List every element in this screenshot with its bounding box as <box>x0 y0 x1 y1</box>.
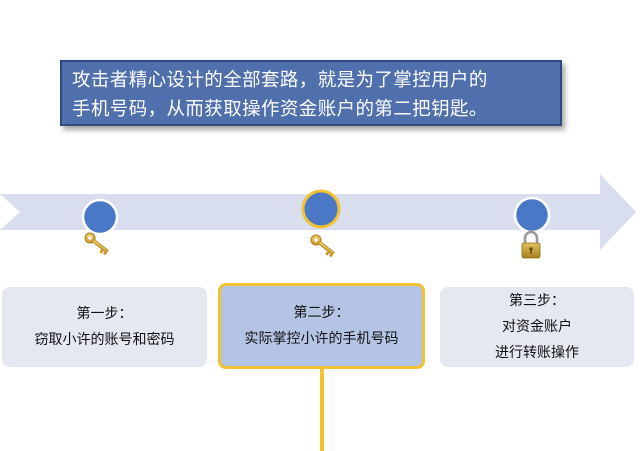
step-1-key-icon <box>84 232 109 256</box>
step-2-connector-line <box>320 369 324 451</box>
step-1-node <box>81 198 119 236</box>
step-1-title: 第一步： <box>76 306 133 322</box>
step-3-lock-icon <box>521 230 541 259</box>
headline-line-2: 手机号码，从而获取操作资金账户的第二把钥匙。 <box>72 99 488 120</box>
step-2-node <box>301 189 341 229</box>
step-1-card: 第一步： 窃取小许的账号和密码 <box>2 287 207 367</box>
headline-banner: 攻击者精心设计的全部套路，就是为了掌控用户的 手机号码，从而获取操作资金账户的第… <box>60 60 562 126</box>
step-2-title: 第二步： <box>293 305 350 321</box>
step-3-title: 第三步： <box>509 293 565 309</box>
step-3-node <box>513 196 551 234</box>
timeline-arrow-graphic <box>0 174 636 259</box>
step-2-card: 第二步： 实际掌控小许的手机号码 <box>218 283 425 369</box>
headline-line-1: 攻击者精心设计的全部套路，就是为了掌控用户的 <box>72 70 488 91</box>
step-3-description-line-2: 进行转账操作 <box>495 345 579 361</box>
step-1-description: 窃取小许的账号和密码 <box>34 332 175 348</box>
step-2-key-icon <box>310 234 335 258</box>
step-2-description: 实际掌控小许的手机号码 <box>244 331 399 347</box>
step-3-card: 第三步： 对资金账户 进行转账操作 <box>440 287 634 367</box>
step-3-description-line-1: 对资金账户 <box>502 319 572 335</box>
